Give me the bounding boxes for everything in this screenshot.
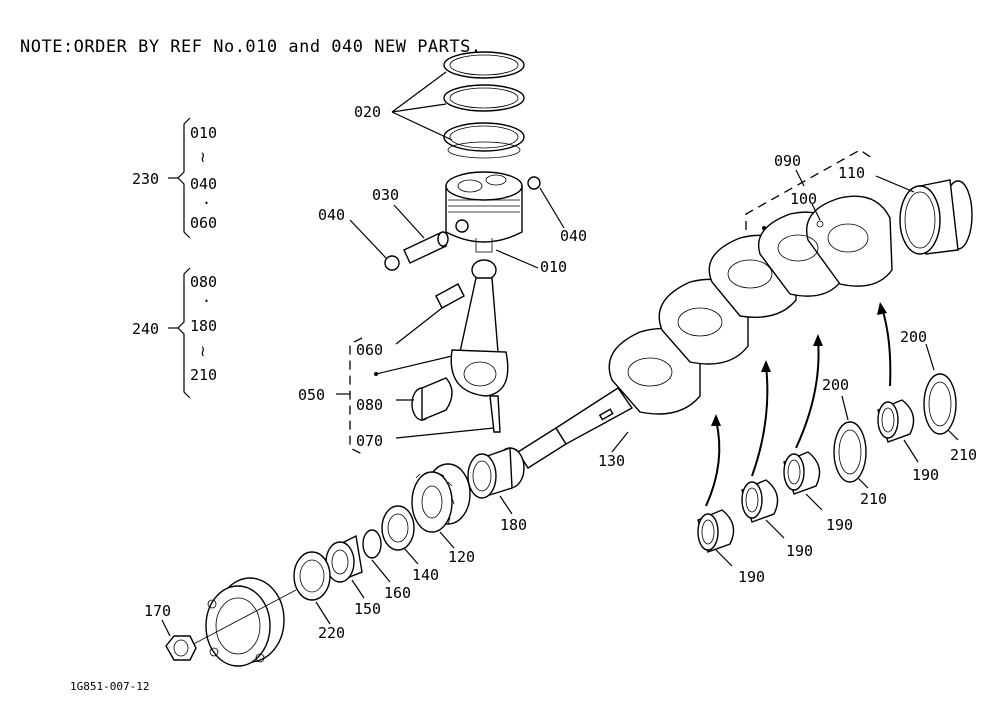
- snap-ring-right: [527, 176, 541, 190]
- connecting-rod: [450, 259, 509, 433]
- ref-210-b: 210: [950, 446, 977, 464]
- thrust-washer: [833, 421, 867, 483]
- drawing-code: 1G851-007-12: [70, 680, 149, 693]
- ref-030: 030: [372, 186, 399, 204]
- order-note: NOTE:ORDER BY REF No.010 and 040 NEW PAR…: [20, 37, 482, 57]
- group-230-item: 040: [190, 175, 217, 193]
- pulley-nut: [165, 635, 197, 661]
- ref-090: 090: [774, 152, 801, 170]
- ref-170: 170: [144, 602, 171, 620]
- ref-180: 180: [500, 516, 527, 534]
- ref-140: 140: [412, 566, 439, 584]
- crankpin-bearing: [411, 377, 453, 422]
- group-240-bracket: 240 080 · 180 ≀ 210: [132, 267, 217, 399]
- collar: [381, 505, 415, 551]
- group-090-bracket: [745, 149, 873, 230]
- group-dot: [762, 226, 766, 230]
- ref-160: 160: [384, 584, 411, 602]
- piston: [445, 171, 523, 253]
- group-240-item: 080: [190, 273, 217, 291]
- small-end-bushing: [435, 283, 465, 309]
- ref-190-b: 190: [786, 542, 813, 560]
- ref-040-right: 040: [560, 227, 587, 245]
- group-230-item: 060: [190, 214, 217, 232]
- ref-130: 130: [598, 452, 625, 470]
- group-dot: [374, 372, 378, 376]
- ref-060: 060: [356, 341, 383, 359]
- ref-210-a: 210: [860, 490, 887, 508]
- ref-230: 230: [132, 170, 159, 188]
- front-bearing: [467, 447, 525, 499]
- group-230-item: ≀: [200, 148, 206, 166]
- main-bearing: [697, 509, 735, 553]
- ref-010: 010: [540, 258, 567, 276]
- group-230-item: ·: [202, 194, 211, 212]
- o-ring: [362, 529, 382, 559]
- thrust-washer: [923, 373, 957, 435]
- ref-070: 070: [356, 432, 383, 450]
- group-240-item: ·: [202, 292, 211, 310]
- main-bearing: [877, 399, 915, 443]
- group-240-item: ≀: [200, 342, 206, 360]
- snap-ring-left: [384, 255, 400, 271]
- ref-120: 120: [448, 548, 475, 566]
- ref-190-a: 190: [738, 568, 765, 586]
- ref-190-c: 190: [826, 516, 853, 534]
- group-230-bracket: 230 010 ≀ 040 · 060: [132, 117, 217, 239]
- ref-040-left: 040: [318, 206, 345, 224]
- oil-seal: [293, 551, 331, 601]
- ref-050: 050: [298, 386, 325, 404]
- ref-110: 110: [838, 164, 865, 182]
- crankshaft-pulley: [205, 577, 285, 667]
- group-050-bracket: [349, 337, 363, 455]
- ref-150: 150: [354, 600, 381, 618]
- ref-200-a: 200: [822, 376, 849, 394]
- ref-100: 100: [790, 190, 817, 208]
- ref-220: 220: [318, 624, 345, 642]
- ref-190-d: 190: [912, 466, 939, 484]
- crankshaft: [517, 195, 893, 469]
- group-230-item: 010: [190, 124, 217, 142]
- ref-020: 020: [354, 103, 381, 121]
- main-bearing: [741, 479, 779, 523]
- crankshaft-collar: [325, 534, 363, 583]
- piston-pin: [403, 231, 449, 264]
- ref-200-b: 200: [900, 328, 927, 346]
- crankshaft-bushing: [899, 179, 973, 255]
- crankshaft-gear: [411, 463, 471, 533]
- piston-rings: [443, 51, 525, 159]
- ref-240: 240: [132, 320, 159, 338]
- assembly-arrows: [705, 302, 892, 507]
- plug: [816, 220, 824, 228]
- group-240-item: 210: [190, 366, 217, 384]
- main-bearing: [783, 451, 821, 495]
- group-240-item: 180: [190, 317, 217, 335]
- ref-080: 080: [356, 396, 383, 414]
